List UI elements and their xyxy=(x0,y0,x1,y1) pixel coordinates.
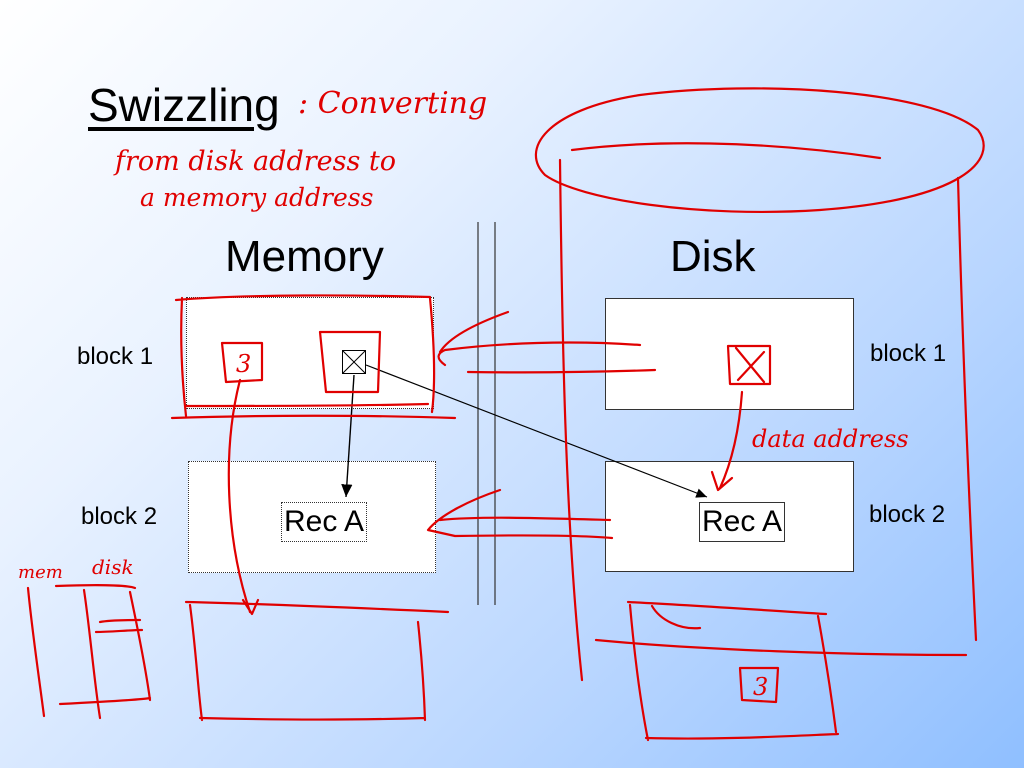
disk-to-memory-arrow-1 xyxy=(437,310,657,374)
disk-record-a: Rec A xyxy=(699,502,786,542)
disk-block-2-label: block 2 xyxy=(869,501,946,528)
data-address-label: data address xyxy=(752,425,909,453)
memory-heading: Memory xyxy=(225,232,384,281)
memory-block-2-label: block 2 xyxy=(81,503,158,530)
disk-cylinder-top xyxy=(534,87,985,214)
memory-pointer-outline xyxy=(318,330,382,394)
disk-three-box xyxy=(738,666,780,704)
new-disk-block xyxy=(626,600,840,742)
disk-block-1-label: block 1 xyxy=(870,340,947,367)
mem-disk-table xyxy=(26,584,152,720)
annotation-line-1: : Converting xyxy=(298,86,487,121)
disk-to-memory-arrow-2 xyxy=(426,488,614,540)
pointer-to-disk-record-arrow xyxy=(365,364,708,498)
table-mem-label: mem xyxy=(18,562,63,583)
memory-three-label: 3 xyxy=(236,350,251,378)
slide-title: Swizzling xyxy=(88,79,280,131)
table-disk-label: disk xyxy=(92,555,134,579)
disk-block-1-x-box xyxy=(726,344,772,386)
disk-heading: Disk xyxy=(670,232,756,281)
disk-cylinder-top-inner xyxy=(570,142,882,160)
memory-block-1-label: block 1 xyxy=(77,343,154,370)
annotation-line-3: a memory address xyxy=(140,183,373,212)
swizzled-pointer-box xyxy=(342,350,366,374)
disk-cylinder-left-side xyxy=(558,158,584,682)
disk-three-label: 3 xyxy=(753,673,768,701)
pointer-to-memory-record-arrow xyxy=(341,374,355,498)
data-address-arrow xyxy=(710,390,744,492)
new-memory-block xyxy=(184,600,450,722)
memory-block-1-outline xyxy=(170,294,457,420)
memory-record-a: Rec A xyxy=(281,502,368,542)
memory-three-box xyxy=(220,341,264,384)
disk-cylinder-right-side xyxy=(956,176,978,642)
disk-cylinder-bottom xyxy=(594,638,968,657)
annotation-line-2: from disk address to xyxy=(113,146,396,177)
